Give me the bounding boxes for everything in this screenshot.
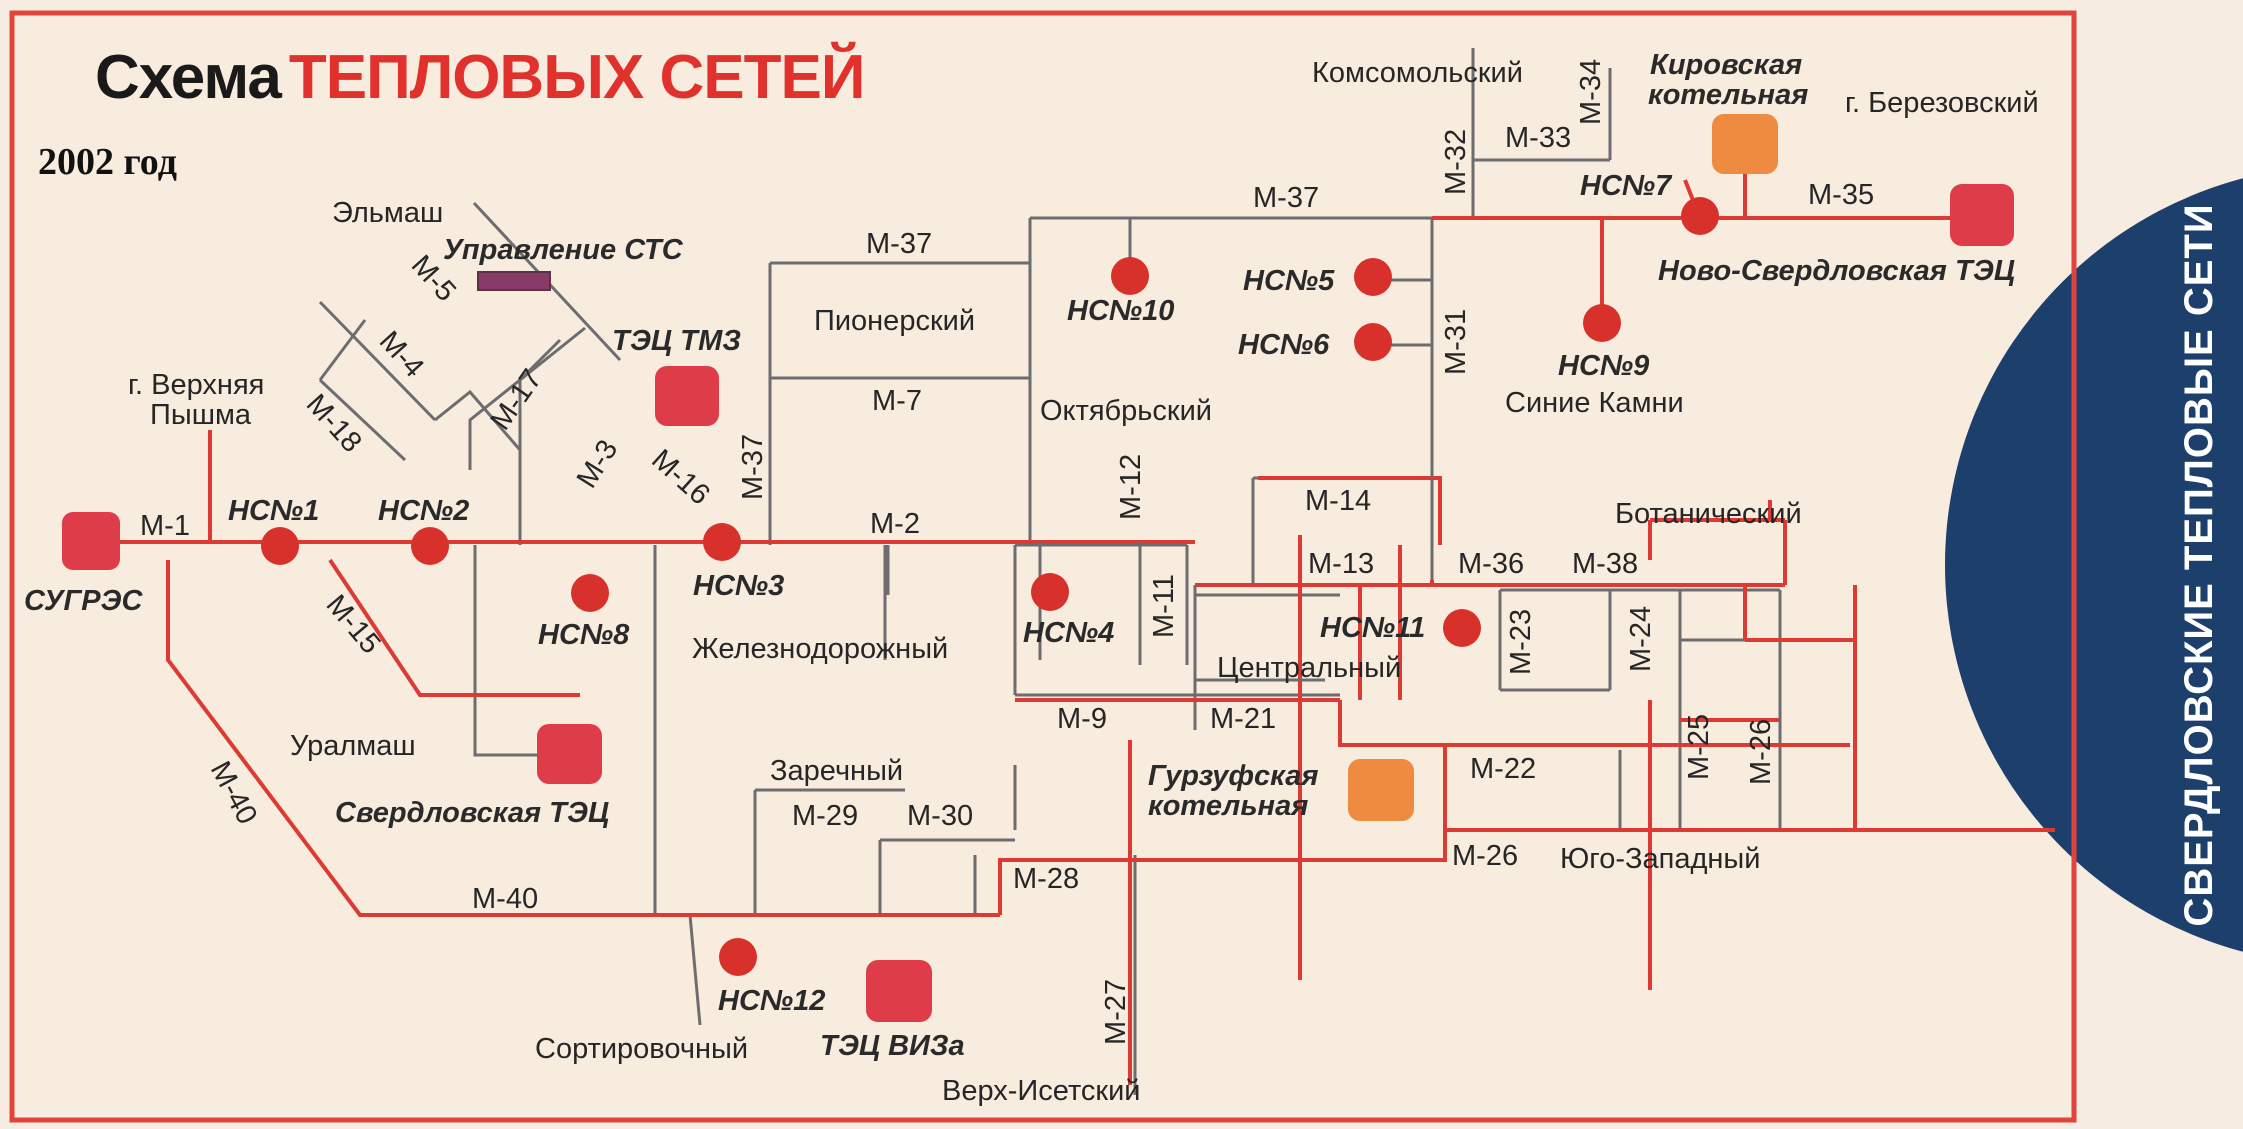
main-m37-top: М-37 [1253,182,1319,214]
main-m28: М-28 [1013,863,1079,895]
main-m26-horizontal: М-26 [1452,840,1518,872]
main-network [90,160,2055,1085]
ns6-node[interactable] [1354,323,1392,361]
ns11-label: НС№11 [1320,612,1425,644]
main-m37-mid: М-37 [866,228,932,260]
main-m1: М-1 [140,510,190,542]
side-brand-text: СВЕРДЛОВСКИЕ ТЕПЛОВЫЕ СЕТИ [2177,203,2221,926]
ns8-label: НС№8 [538,619,630,651]
ns3-node[interactable] [703,523,741,561]
ns11-node[interactable] [1443,609,1481,647]
novo-sverdlovsk-tets-label: Ново-Свердловская ТЭЦ [1658,255,2015,287]
ns6-label: НС№6 [1238,329,1330,361]
main-m13: М-13 [1308,548,1374,580]
ns5-node[interactable] [1354,258,1392,296]
place-sortirovochny: Сортировочный [535,1033,748,1065]
tets-tmz-label: ТЭЦ ТМЗ [612,325,741,357]
ns7-label: НС№7 [1580,170,1673,202]
year-label: 2002 год [38,141,177,183]
main-m26-vertical: М-26 [1745,719,1777,785]
novo-sverdlovsk-tets-station[interactable] [1950,184,2014,246]
main-m33: М-33 [1505,122,1571,154]
place-sinie-kamni: Синие Камни [1505,387,1684,419]
ns9-label: НС№9 [1558,350,1649,382]
main-m14: М-14 [1305,485,1371,517]
kirov-boiler-house[interactable] [1712,114,1778,174]
ns2-node[interactable] [411,527,449,565]
place-verkh-isetsky: Верх-Исетский [942,1075,1140,1107]
tets-viza-label: ТЭЦ ВИЗа [820,1030,965,1062]
ns1-node[interactable] [261,527,299,565]
kirov-boiler-label-1: Кировская [1650,49,1802,81]
main-m29: М-29 [792,800,858,832]
place-uralmash: Уралмаш [290,730,416,762]
main-m2: М-2 [870,508,920,540]
sugres-station[interactable] [62,512,120,570]
main-m12: М-12 [1115,454,1147,520]
main-m25: М-25 [1683,714,1715,780]
kirov-boiler-label-2: котельная [1648,79,1808,111]
ns1-label: НС№1 [228,495,319,527]
brand-circle [1945,178,2243,952]
sverdlovsk-tets-station[interactable] [537,724,602,784]
sverdlovsk-tets-label: Свердловская ТЭЦ [335,797,609,829]
ns4-label: НС№4 [1023,617,1114,649]
main-m22: М-22 [1470,753,1536,785]
gurzuf-boiler-label-1: Гурзуфская [1148,760,1318,792]
place-elmash: Эльмаш [332,197,443,229]
main-m21: М-21 [1210,703,1276,735]
main-m35: М-35 [1808,179,1874,211]
main-m11: М-11 [1148,574,1180,638]
place-beryozovsky: г. Березовский [1845,87,2039,119]
ns2-label: НС№2 [378,495,469,527]
ns4-node[interactable] [1031,573,1069,611]
main-m31: М-31 [1440,309,1472,375]
title-part-1: Схема [95,43,282,112]
title-part-2: ТЕПЛОВЫХ СЕТЕЙ [289,42,864,112]
ns10-label: НС№10 [1067,295,1174,327]
ns10-node[interactable] [1111,257,1149,295]
ns12-label: НС№12 [718,985,825,1017]
gurzuf-boiler-house[interactable] [1348,759,1414,821]
stc-office-marker[interactable] [477,271,551,291]
main-m36: М-36 [1458,548,1524,580]
main-m40-horizontal: М-40 [472,883,538,915]
sugres-label: СУГРЭС [24,585,143,617]
main-m32: М-32 [1440,129,1472,195]
place-yugo-zapadny: Юго-Западный [1560,843,1760,875]
main-m27: М-27 [1100,979,1132,1045]
tets-tmz-station[interactable] [655,366,719,426]
main-m7: М-7 [872,385,922,417]
place-zheleznodorozhny: Железнодорожный [692,633,948,665]
main-m34: М-34 [1575,59,1607,125]
map-frame [9,10,2077,1123]
ns3-label: НС№3 [693,570,784,602]
main-m30: М-30 [907,800,973,832]
ns9-node[interactable] [1583,304,1621,342]
ns8-node[interactable] [571,574,609,612]
stc-office-label: Управление СТС [443,234,684,266]
place-pionersky: Пионерский [814,305,975,337]
place-tsentralny: Центральный [1217,652,1401,684]
ns7-node[interactable] [1681,197,1719,235]
place-botanichesky: Ботанический [1615,498,1802,530]
ns12-node[interactable] [719,938,757,976]
tets-viza-station[interactable] [866,960,932,1022]
gurzuf-boiler-label-2: котельная [1148,790,1308,822]
main-m9: М-9 [1057,703,1107,735]
place-verkh-pyshma-1: г. Верхняя [128,369,264,401]
place-verkh-pyshma-2: Пышма [150,399,252,431]
main-m24: М-24 [1625,606,1657,672]
secondary-network [318,48,1782,1095]
ns5-label: НС№5 [1243,265,1335,297]
main-m37-vertical: М-37 [737,434,769,500]
place-komsomolsky: Комсомольский [1312,57,1523,89]
place-zarechny: Заречный [770,755,903,787]
place-oktyabrsky: Октябрьский [1040,395,1212,427]
main-m38: М-38 [1572,548,1638,580]
main-m23: М-23 [1505,609,1537,675]
